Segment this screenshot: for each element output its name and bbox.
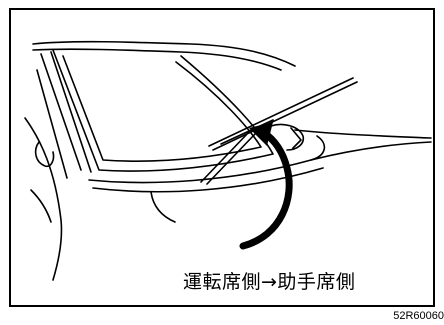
hood-front bbox=[150, 191, 176, 223]
wiper-lower-arm-2 bbox=[206, 133, 256, 185]
raise-direction-arrow bbox=[239, 122, 293, 250]
a-pillar bbox=[40, 53, 82, 171]
raised-wiper-blade bbox=[208, 77, 354, 147]
door-line bbox=[30, 189, 52, 223]
wiper-pivot-base bbox=[270, 123, 305, 151]
fender-right bbox=[294, 129, 432, 139]
raised-wiper-arm bbox=[220, 119, 274, 145]
windshield-inner bbox=[62, 55, 262, 162]
hood-line bbox=[92, 167, 324, 193]
figure-caption: 運転席側→助手席側 bbox=[183, 271, 356, 293]
figure-frame: 運転席側→助手席側 bbox=[9, 8, 435, 307]
figure-id: 52R60060 bbox=[393, 310, 444, 322]
mirror bbox=[34, 141, 55, 168]
fender-right-lower bbox=[310, 141, 432, 161]
wiper-lower-arm bbox=[200, 131, 250, 183]
a-pillar-edge bbox=[36, 69, 68, 179]
raised-wiper-blade-2 bbox=[212, 81, 358, 151]
windshield-outline bbox=[52, 49, 274, 172]
wiper-pivot-cap bbox=[290, 127, 302, 149]
cowl-line bbox=[88, 135, 326, 184]
body-side bbox=[24, 117, 63, 281]
wiper-raise-illustration bbox=[24, 40, 432, 281]
roof-line bbox=[32, 40, 296, 67]
roof-inner-line bbox=[32, 48, 282, 71]
a-pillar-inner bbox=[50, 51, 92, 173]
